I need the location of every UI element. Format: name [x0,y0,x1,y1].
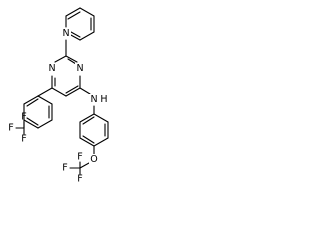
aryl1-bond-4 [37,119,53,129]
pyrimidine-bond-4 [51,87,67,97]
amine-n-label: N [90,94,97,105]
aryl1-bond-3-inner [26,117,39,126]
pyrimidine-bond-3-inner [65,85,79,94]
cf3-f-bottom-label: F [21,134,26,145]
pyrimidine-bond-6 [54,55,67,63]
pyrimidine-n3-label: N [48,63,55,74]
aryl1-bond-1 [23,95,39,105]
pyrimidine-bond-1 [65,55,78,63]
c-aryl1-bond [37,87,53,97]
bonds [15,7,109,175]
ocf3-f-bottom-label: F [77,174,82,185]
pyridine-bond-4-inner [70,31,81,38]
aryl2-bond-4-inner [82,135,95,144]
pyrimidine-n1-label: N [76,63,83,74]
pyridine-bond-5 [65,7,81,17]
aryl2-bond-6 [79,113,95,123]
pyrimidine-bond-1-inner [67,58,77,65]
atom-labels: N N N N H F F F O F F F [8,28,109,185]
o-c-bond [79,162,90,169]
ocf3-f-left-label: F [62,163,67,174]
pyrimidine-bond-3 [65,87,81,97]
amine-h-label: H [100,94,107,105]
aryl2-bond-1 [93,113,109,123]
pyridine-bond-5-inner [67,11,81,20]
aryl1-bond-6 [37,95,53,105]
ocf3-f-top-label: F [77,152,82,163]
c-nh-bond [79,87,91,95]
pyridine-bond-3 [79,31,95,41]
aryl2-bond-6-inner [82,116,95,125]
aryl2-bond-3 [93,137,109,147]
chemical-structure-diagram: N N N N H F F F O F F F [8,7,109,185]
ether-o-label: O [90,154,97,165]
cf3-f-left-label: F [8,123,13,134]
aryl2-bond-4 [79,137,95,147]
pyridine-bond-1 [79,7,95,17]
pyridine-n-label: N [62,28,69,39]
aryl1-bond-1-inner [26,98,39,107]
cf3-f-top-label: F [21,112,26,123]
aryl1-bond-3 [23,119,39,129]
